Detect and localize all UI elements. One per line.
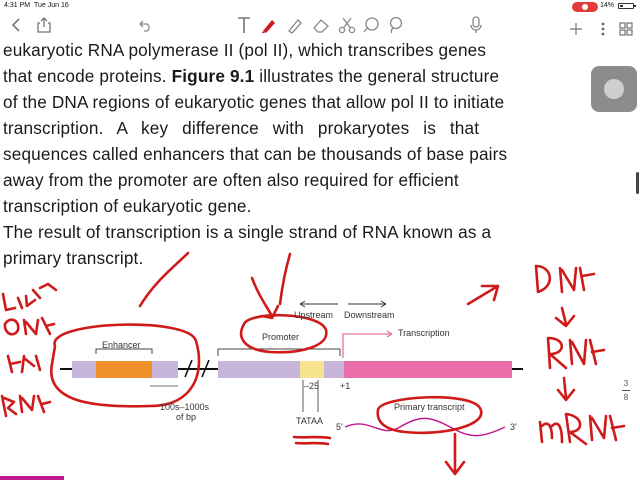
gene-structure-figure: Enhancer Promoter Upstream Downstream Tr… xyxy=(0,246,640,480)
enhancer-region xyxy=(96,361,152,378)
mic-icon[interactable] xyxy=(466,14,486,36)
text-line: sequences called enhancers that can be t… xyxy=(3,144,508,164)
grid-icon[interactable] xyxy=(616,18,636,40)
battery-percent: 14% xyxy=(599,2,614,9)
scissors-icon[interactable] xyxy=(336,14,358,36)
undo-icon[interactable] xyxy=(136,14,156,36)
downstream-arrow xyxy=(348,300,387,308)
document-text: eukaryotic RNA polymerase II (pol II), w… xyxy=(3,37,563,271)
back-icon[interactable] xyxy=(6,14,26,36)
annotation-toolbar xyxy=(0,12,640,38)
dna-break-icon xyxy=(184,359,210,378)
highlighter-icon[interactable] xyxy=(284,14,306,36)
promoter-region-right xyxy=(324,361,344,378)
pen-icon[interactable] xyxy=(258,14,280,36)
more-icon[interactable] xyxy=(596,18,610,40)
plus1-label: +1 xyxy=(340,381,351,391)
battery-icon xyxy=(618,3,636,9)
eraser-icon[interactable] xyxy=(310,14,332,36)
promoter-bracket xyxy=(217,348,341,356)
share-icon[interactable] xyxy=(34,14,54,36)
text-line: of the DNA regions of eukaryotic genes t… xyxy=(3,92,505,112)
enhancer-label: Enhancer xyxy=(102,340,141,350)
three-prime-label: 3' xyxy=(510,422,517,432)
promoter-label: Promoter xyxy=(262,332,300,342)
page-progress-bar xyxy=(0,476,64,480)
handwritten-annotations xyxy=(0,251,626,476)
text-line: eukaryotic RNA polymerase II (pol II), w… xyxy=(3,40,487,60)
tata-box xyxy=(300,361,324,378)
status-bar: 4:31 PM Tue Jun 16 14% xyxy=(0,0,640,12)
text-line: primary transcript. xyxy=(3,248,144,268)
lasso-icon[interactable] xyxy=(384,14,406,36)
page-indicator: 3 8 xyxy=(622,379,630,402)
gene-region xyxy=(344,361,512,378)
promoter-region xyxy=(218,361,300,378)
enhancer-bracket xyxy=(95,348,153,354)
status-time: 4:31 PM Tue Jun 16 xyxy=(4,2,69,9)
upstream-label: Upstream xyxy=(294,310,334,320)
downstream-label: Downstream xyxy=(344,310,395,320)
text-line: transcription of eukaryotic gene. xyxy=(3,196,252,216)
transcription-start-arrow xyxy=(342,330,393,358)
shape-icon[interactable] xyxy=(360,14,382,36)
upstream-arrow xyxy=(299,300,338,308)
figure-reference: Figure 9.1 xyxy=(171,66,255,86)
text-tool-icon[interactable] xyxy=(234,14,254,36)
minus25-label: –25 xyxy=(304,381,320,391)
primary-transcript-label: Primary transcript xyxy=(394,402,465,412)
transcription-label: Transcription xyxy=(398,328,450,338)
add-page-icon[interactable] xyxy=(566,18,586,40)
assistive-touch-button[interactable] xyxy=(591,66,637,112)
text-line: that encode proteins. Figure 9.1 illustr… xyxy=(3,66,500,86)
text-line: away from the promoter are often also re… xyxy=(3,170,459,190)
recording-indicator[interactable] xyxy=(572,2,598,12)
tataa-label: TATAA xyxy=(296,416,323,426)
five-prime-label: 5' xyxy=(336,422,343,432)
text-line: The result of transcription is a single … xyxy=(3,222,492,242)
scrollbar-thumb[interactable] xyxy=(636,172,639,194)
primary-transcript-rna xyxy=(344,417,506,437)
text-line: transcription. A key difference with pro… xyxy=(3,118,480,138)
